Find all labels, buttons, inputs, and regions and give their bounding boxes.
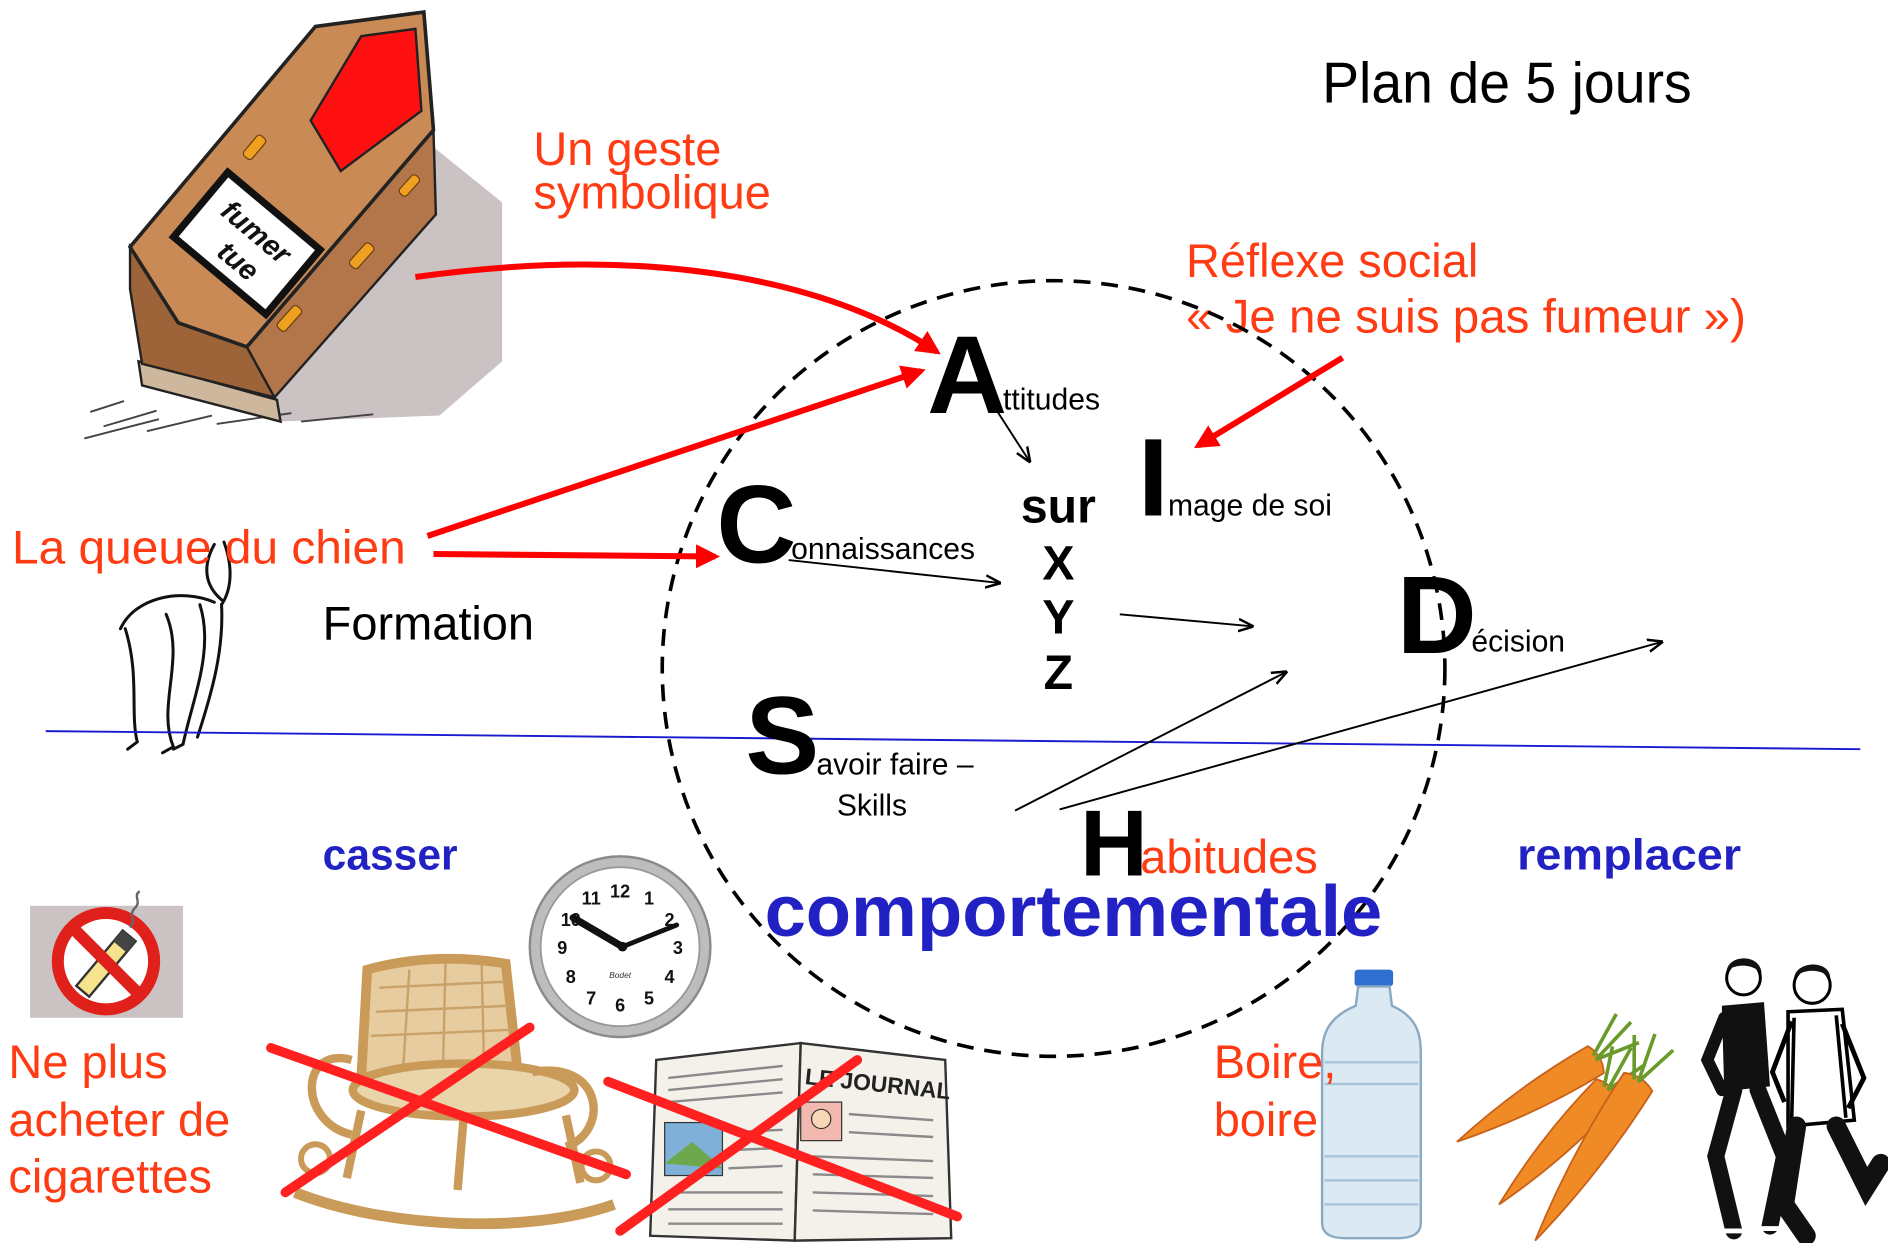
dashed-circle — [660, 278, 1447, 1059]
carrots-icon — [1456, 1013, 1675, 1242]
arrow-connaissances-to-x — [788, 559, 1000, 583]
ne-plus-line-1: Ne plus — [8, 1035, 167, 1088]
dog-tail-icon — [118, 540, 232, 755]
decision-rest: écision — [1471, 626, 1565, 659]
ne-plus-line-3: cigarettes — [8, 1149, 212, 1202]
clock-minute-hand — [620, 922, 680, 950]
rocking-chair-icon — [292, 953, 616, 1230]
water-bottle-icon — [1320, 969, 1423, 1240]
clock-numeral-7: 7 — [586, 989, 596, 1009]
savoir-faire-initial: S — [745, 674, 819, 797]
coffin-illustration: fumer tue — [75, 8, 503, 446]
image-de-soi-initial: I — [1138, 416, 1169, 539]
chair-cross-line-2 — [280, 1022, 535, 1198]
clock-numeral-6: 6 — [615, 996, 625, 1016]
arrow-attitudes-to-sur — [993, 406, 1030, 461]
geste-label-line-2: symbolique — [533, 165, 770, 218]
blue-divider-line — [45, 730, 1861, 751]
arrow-skills-beyond-decision — [1059, 642, 1662, 811]
clock-numeral-2: 2 — [664, 910, 674, 930]
coffin-label: fumer tue — [168, 167, 326, 320]
joggers-icon — [1700, 958, 1888, 1243]
attitudes-initial: A — [927, 314, 1007, 437]
newspaper-cross-line-1 — [603, 1076, 963, 1222]
ne-plus-line-2: acheter de — [8, 1093, 230, 1146]
remplacer-label: remplacer — [1517, 832, 1741, 880]
formation-label: Formation — [323, 597, 534, 650]
reflexe-label-line-1: Réflexe social — [1186, 234, 1478, 287]
chair-cross-line-1 — [266, 1043, 631, 1180]
clock-numeral-4: 4 — [664, 967, 674, 987]
red-cross-marks — [266, 1022, 963, 1236]
x-label: X — [1042, 536, 1074, 590]
comportementale-label: comportementale — [765, 872, 1383, 952]
newspaper-cross-line-2 — [615, 1055, 863, 1236]
clock-hour-hand — [569, 914, 627, 951]
y-label: Y — [1042, 591, 1074, 645]
connaissances-rest: onnaissances — [791, 533, 975, 566]
attitudes-rest: ttitudes — [1003, 384, 1100, 417]
decision-initial: D — [1397, 554, 1477, 677]
slide-title: Plan de 5 jours — [1322, 51, 1692, 115]
image-de-soi-rest: mage de soi — [1168, 490, 1332, 523]
clock-numeral-8: 8 — [566, 967, 576, 987]
arrow-queue-to-attitudes — [426, 365, 926, 539]
clock-numeral-9: 9 — [557, 938, 567, 958]
boire-line-1: Boire, — [1214, 1035, 1337, 1088]
arrow-y-to-decision — [1119, 613, 1252, 626]
clock-brand: Bodet — [609, 970, 632, 980]
clock-numeral-11: 11 — [582, 889, 601, 909]
boire-line-2: boire — [1214, 1093, 1318, 1146]
habitudes-rest: abitudes — [1140, 830, 1318, 883]
casser-label: casser — [323, 832, 458, 880]
sur-label: sur — [1021, 480, 1096, 534]
savoir-faire-rest-line-1: avoir faire – — [816, 748, 973, 781]
habitudes-initial: H — [1080, 791, 1148, 896]
wall-clock-icon: 12 1 2 3 4 5 6 7 8 9 10 11 Bodet — [528, 855, 712, 1039]
no-smoking-sign-icon — [30, 890, 184, 1018]
arrow-queue-to-connaissances — [433, 544, 721, 569]
arrow-skills-to-decision — [1014, 672, 1286, 812]
z-label: Z — [1044, 646, 1073, 700]
arrow-geste-to-attitudes — [414, 261, 941, 355]
black-arrows — [788, 406, 1662, 812]
geste-label-line-1: Un geste — [533, 122, 721, 175]
red-arrows — [414, 261, 1345, 569]
queue-du-chien-label: La queue du chien — [12, 521, 406, 574]
savoir-faire-rest-line-2: Skills — [837, 789, 907, 822]
reflexe-label-line-2: « Je ne suis pas fumeur ») — [1186, 289, 1746, 342]
clock-numeral-5: 5 — [644, 989, 654, 1009]
arrow-reflexe-to-image — [1193, 355, 1345, 449]
clock-numeral-3: 3 — [673, 938, 683, 958]
newspaper-icon: LE JOURNAL — [648, 1041, 953, 1242]
clock-numeral-12: 12 — [610, 881, 630, 901]
connaissances-initial: C — [716, 463, 796, 586]
clock-numeral-1: 1 — [644, 889, 654, 909]
